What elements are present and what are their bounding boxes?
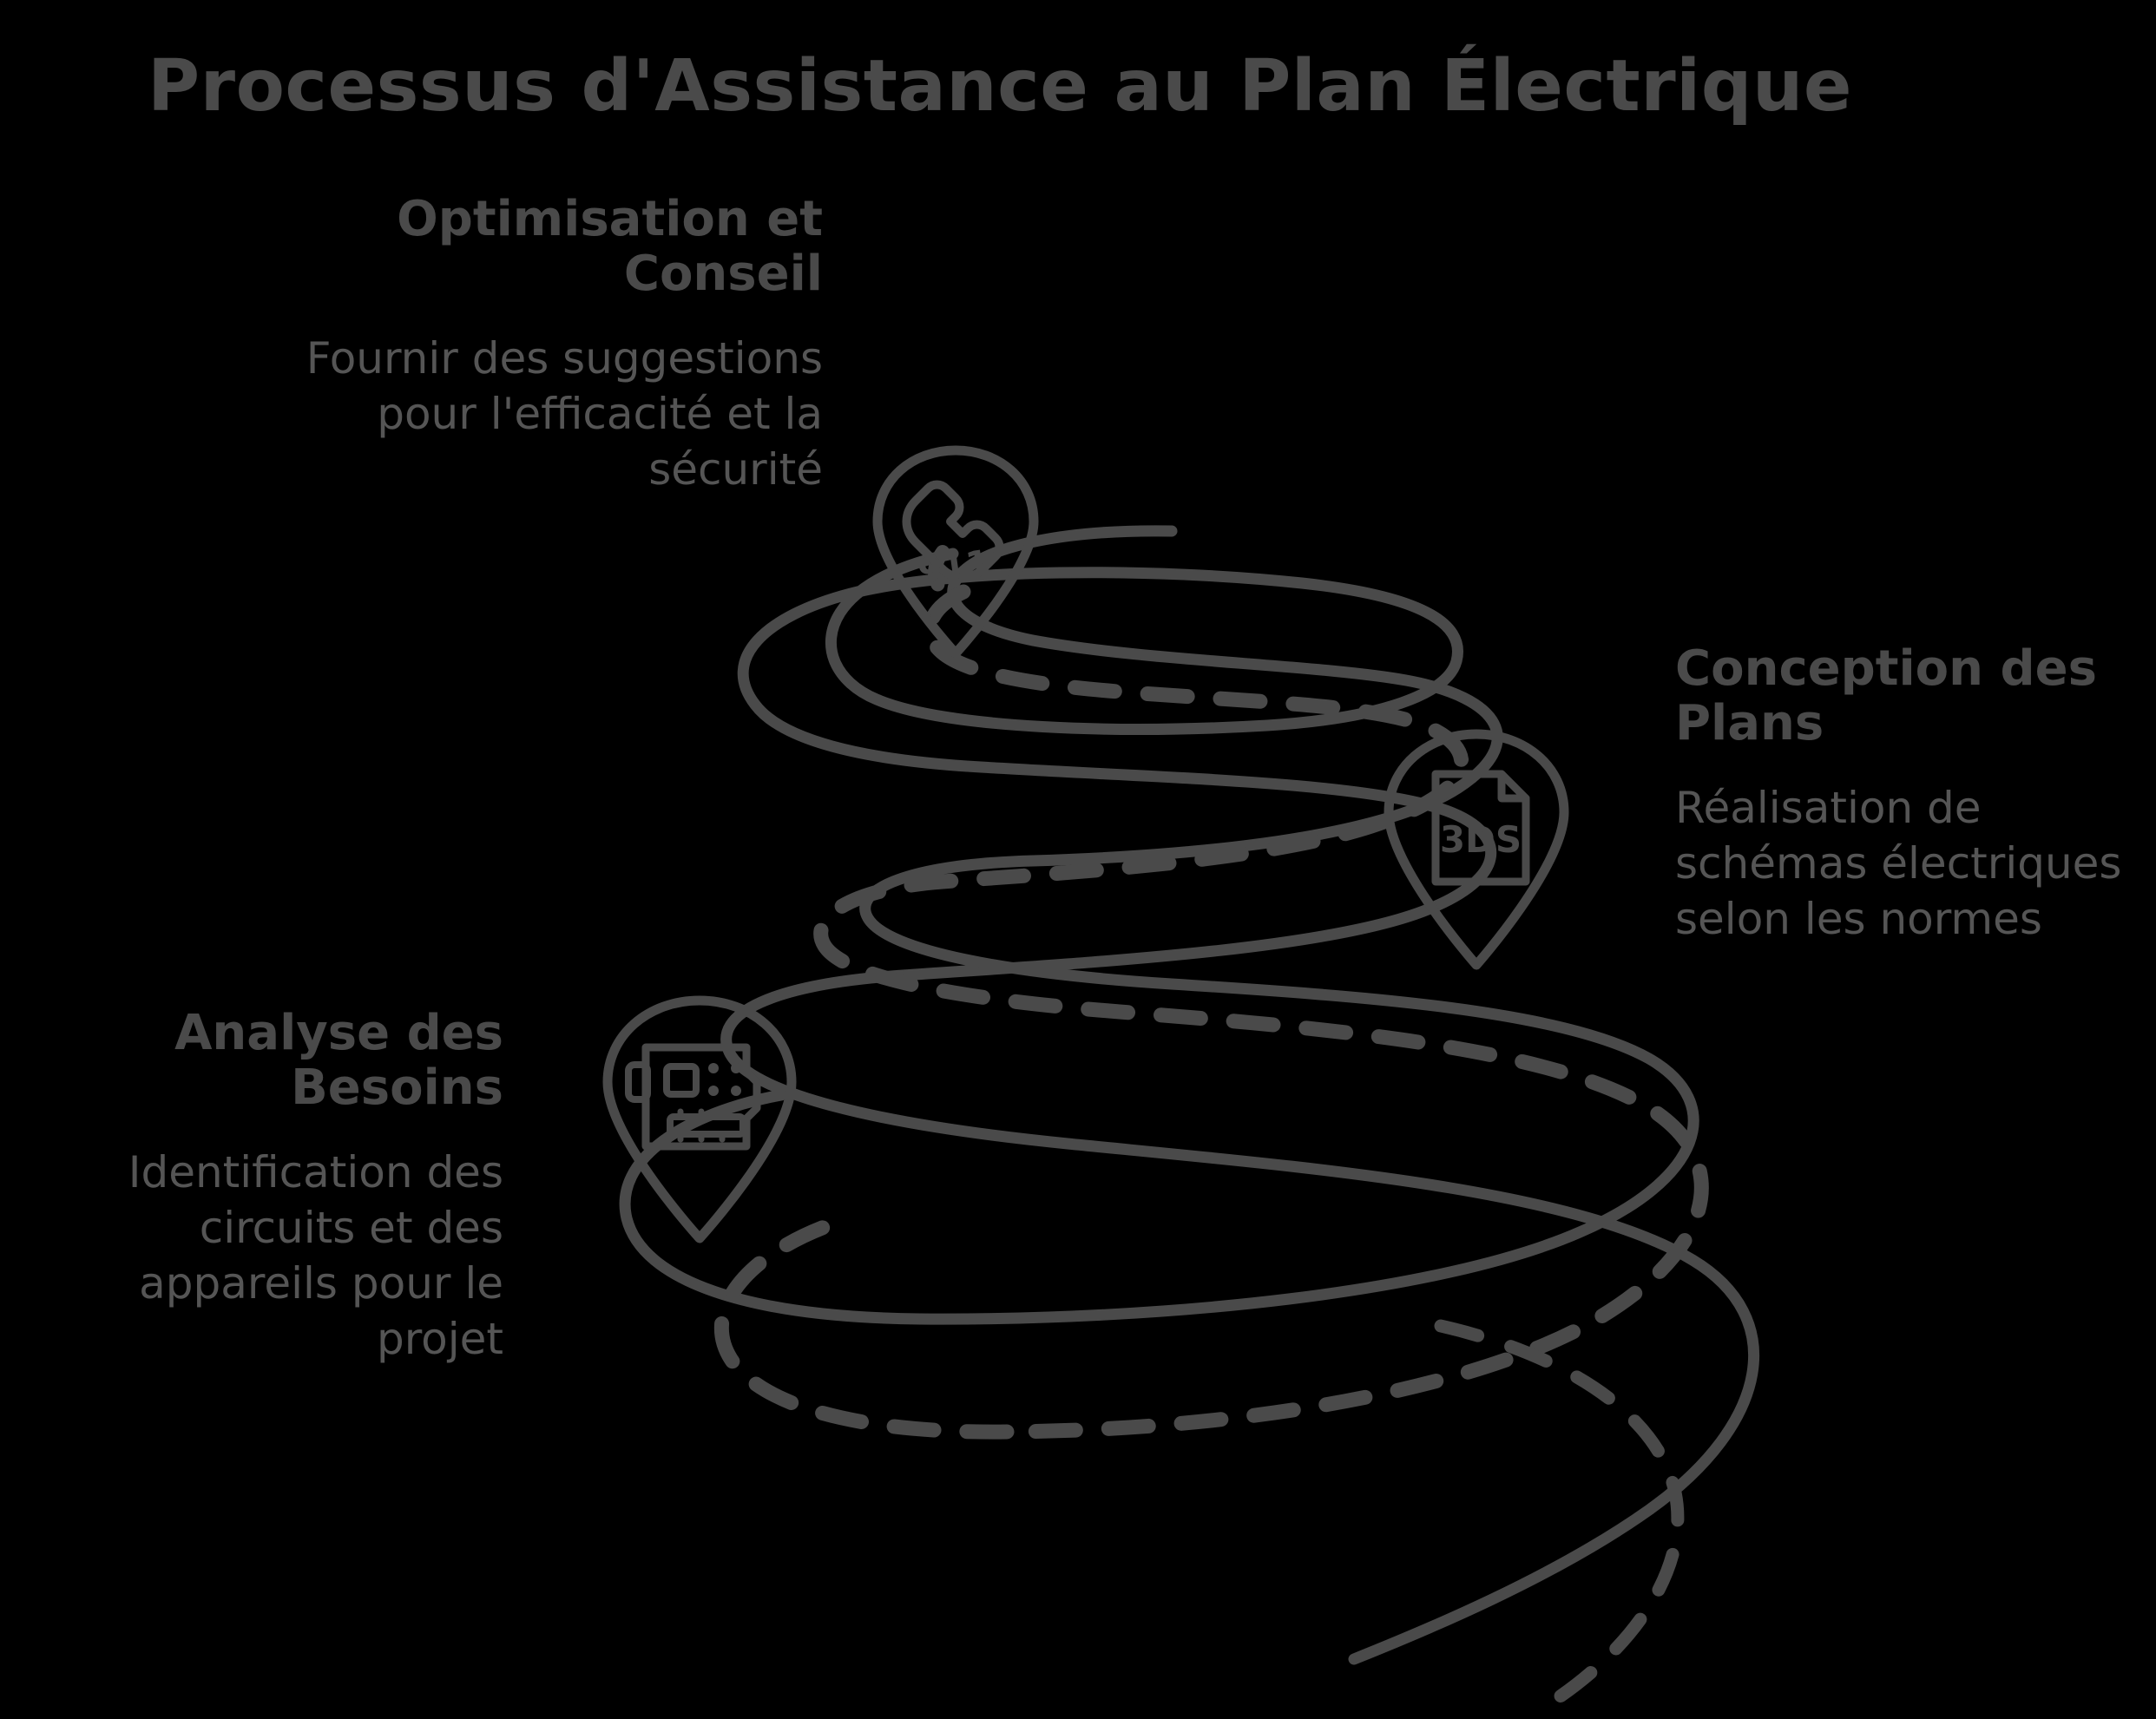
circuit-connector-icon xyxy=(625,1061,651,1103)
step-body-conception: Réalisation de schémas électriques selon… xyxy=(1675,783,2122,945)
step-block-conception: Conception des Plans Réalisation de sché… xyxy=(1675,640,2156,947)
step-body-analyse: Identification des circuits et des appar… xyxy=(128,1147,503,1365)
road-center-dash-lower xyxy=(713,1217,1015,1440)
map-pin-analyse[interactable] xyxy=(583,985,819,1256)
road-edge-inner xyxy=(619,525,1699,1325)
circuit-pins-icon xyxy=(677,1108,726,1143)
step-block-analyse: Analyse des Besoins Identification des c… xyxy=(17,1005,503,1367)
road-center-dash xyxy=(813,584,1709,1440)
step-heading-conception: Conception des Plans xyxy=(1675,640,2097,751)
step-block-optimisation: Optimisation et Conseil Fournir des sugg… xyxy=(276,191,823,497)
road-center-dash-top xyxy=(928,545,950,594)
circuit-chip-icon xyxy=(663,1063,700,1098)
road-edge-outer xyxy=(720,548,1760,1665)
step-body-optimisation: Fournir des suggestions pour l'efficacit… xyxy=(306,333,823,495)
phone-handset-icon xyxy=(902,480,1004,582)
page-title: Processus d'Assistance au Plan Électriqu… xyxy=(148,45,1852,128)
pin-label-3ds: 3DS xyxy=(1440,818,1522,861)
map-pin-optimisation[interactable]: 911 xyxy=(855,438,1056,673)
pin-outline-icon xyxy=(1384,729,1569,970)
step-heading-optimisation: Optimisation et Conseil xyxy=(397,191,823,302)
circuit-vias-icon xyxy=(708,1063,741,1096)
pin-outline-icon xyxy=(602,995,797,1243)
pin-outline-icon xyxy=(872,445,1039,659)
circuit-board-icon xyxy=(641,1043,761,1151)
road-center-dash-exit xyxy=(1434,1319,1685,1708)
document-fold-icon xyxy=(1497,770,1530,803)
circuit-dip-icon xyxy=(667,1113,746,1138)
document-file-icon xyxy=(1431,770,1530,886)
step-heading-analyse: Analyse des Besoins xyxy=(174,1005,503,1116)
map-pin-conception[interactable]: 3DS xyxy=(1363,720,1590,981)
